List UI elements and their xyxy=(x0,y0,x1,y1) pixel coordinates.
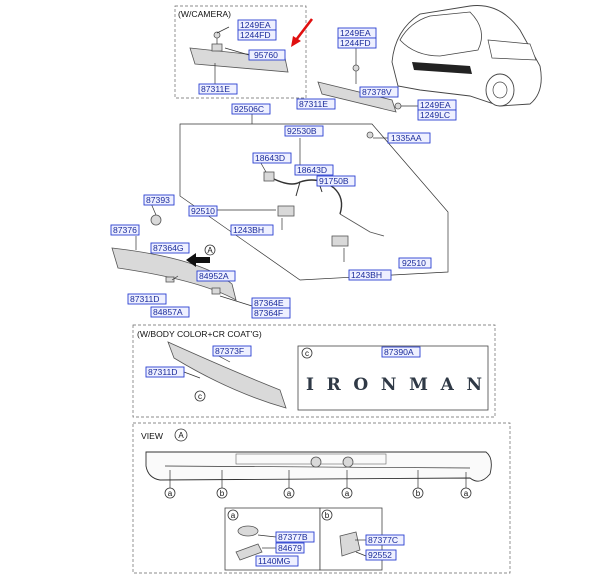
label-18643d-b: 18643D xyxy=(297,165,327,175)
view-a-circle-letter: A xyxy=(178,431,184,440)
detail-b-letter: b xyxy=(325,511,330,520)
detail-a-letter: a xyxy=(231,511,236,520)
label-87376: 87376 xyxy=(113,225,137,235)
svg-text:b: b xyxy=(416,489,421,498)
callout-c xyxy=(194,390,206,402)
label-92530b: 92530B xyxy=(287,126,317,136)
view-a-frame xyxy=(132,422,511,574)
camera-part xyxy=(211,43,223,52)
lamp-part xyxy=(331,235,349,247)
label-87311e-a: 87311E xyxy=(201,84,230,94)
label-91750b: 91750B xyxy=(319,176,349,186)
label-1243bh-a: 1243BH xyxy=(233,225,264,235)
camera-caption: (W/CAMERA) xyxy=(178,9,231,19)
label-84679: 84679 xyxy=(278,543,302,553)
wiring-frame xyxy=(179,123,449,281)
car-garnish-highlight xyxy=(412,62,472,74)
clip-a-part xyxy=(237,525,259,537)
view-a-arrow-icon xyxy=(186,253,210,267)
svg-text:a: a xyxy=(345,489,350,498)
screw-a-part xyxy=(235,543,263,561)
view-a-letter: A xyxy=(207,246,213,255)
label-18643d-a: 18643D xyxy=(255,153,285,163)
view-a-caption: VIEW xyxy=(141,431,164,441)
label-87311d-a: 87311D xyxy=(130,294,159,304)
label-92506c: 92506C xyxy=(234,104,264,114)
svg-text:a: a xyxy=(287,489,292,498)
label-1249ea-c: 1249EA xyxy=(420,100,451,110)
red-arrowhead-icon xyxy=(291,36,301,47)
label-1244fd-a: 1244FD xyxy=(240,30,271,40)
body-color-frame xyxy=(132,324,496,418)
label-92510-b: 92510 xyxy=(402,258,426,268)
label-87364f: 87364F xyxy=(254,308,283,318)
label-87373f: 87373F xyxy=(215,346,244,356)
label-87390a: 87390A xyxy=(384,347,414,357)
part-labels: 1249EA 1244FD 95760 87311E 1249EA 1244FD… xyxy=(110,19,457,567)
label-92510-a: 92510 xyxy=(191,206,215,216)
label-1243bh-b: 1243BH xyxy=(351,270,382,280)
view-a-marker xyxy=(204,244,216,256)
label-1249lc: 1249LC xyxy=(420,110,450,120)
svg-text:a: a xyxy=(168,489,173,498)
label-1249ea-a: 1249EA xyxy=(240,20,271,30)
label-84857a: 84857A xyxy=(153,307,183,317)
label-87311d-b: 87311D xyxy=(148,367,177,377)
label-87364e: 87364E xyxy=(254,298,284,308)
label-87311e-b: 87311E xyxy=(299,99,328,109)
svg-text:b: b xyxy=(220,489,225,498)
label-1244fd-b: 1244FD xyxy=(340,38,371,48)
clip-b-part xyxy=(339,531,361,557)
red-arrow-icon xyxy=(294,18,314,41)
label-87377c: 87377C xyxy=(368,535,398,545)
emblem-panel-letter: c xyxy=(305,349,309,358)
connector-part xyxy=(263,171,275,182)
label-87364g: 87364G xyxy=(153,243,184,253)
callout-c-letter: c xyxy=(198,392,202,401)
label-95760: 95760 xyxy=(254,50,278,60)
svg-text:a: a xyxy=(464,489,469,498)
label-87378v: 87378V xyxy=(362,87,392,97)
garnish-assy-part xyxy=(111,247,237,301)
label-87377b: 87377B xyxy=(278,532,308,542)
lamp-part xyxy=(277,205,295,217)
car-rear-sketch xyxy=(391,5,542,107)
clip-callouts: a b a a b a xyxy=(164,470,472,499)
emblem-panel-marker xyxy=(301,347,313,359)
label-1335aa: 1335AA xyxy=(391,133,422,143)
label-1249ea-b: 1249EA xyxy=(340,28,371,38)
body-color-caption: (W/BODY COLOR+CR COAT'G) xyxy=(137,329,262,339)
label-84952a: 84952A xyxy=(199,271,229,281)
label-1140mg: 1140MG xyxy=(258,556,291,566)
clip-part xyxy=(150,214,162,226)
label-87393: 87393 xyxy=(146,195,170,205)
label-92552: 92552 xyxy=(368,550,392,560)
view-a-circle xyxy=(174,428,188,442)
camera-detail-frame xyxy=(174,5,307,99)
garnish-chrome-part xyxy=(167,341,287,409)
